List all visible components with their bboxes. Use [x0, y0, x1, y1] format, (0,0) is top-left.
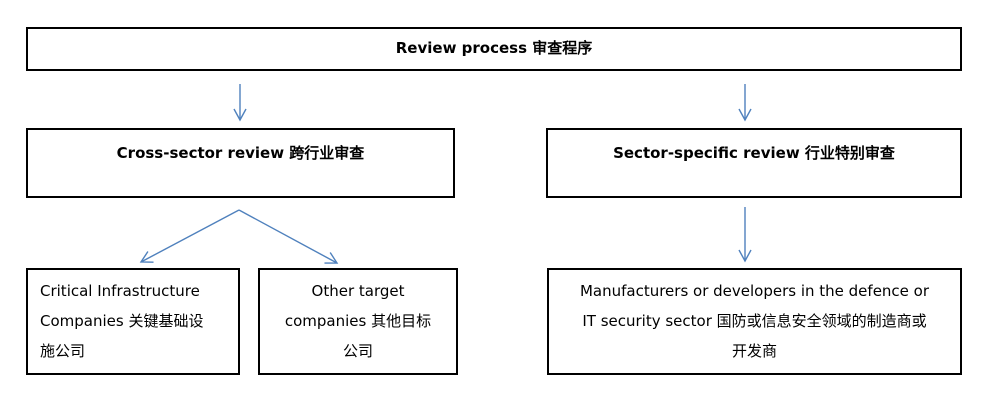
critical-infrastructure-line: Companies 关键基础设	[40, 312, 204, 330]
critical-infrastructure-companies-box: Critical Infrastructure Companies 关键基础设 …	[26, 268, 240, 375]
other-target-line: Other target	[311, 282, 405, 300]
manufacturers-line: IT security sector 国防或信息安全领域的制造商或	[582, 312, 927, 330]
review-process-box: Review process 审查程序	[26, 27, 962, 71]
manufacturers-developers-box: Manufacturers or developers in the defen…	[547, 268, 962, 375]
other-target-line: 公司	[342, 342, 373, 360]
cross-sector-review-box: Cross-sector review 跨行业审查	[26, 128, 455, 198]
sector-specific-review-label: Sector-specific review 行业特别审查	[613, 144, 895, 162]
critical-infrastructure-line: Critical Infrastructure	[40, 282, 200, 300]
other-target-companies-box: Other target companies 其他目标 公司	[258, 268, 458, 375]
arrow-cross-sector-to-critical-infrastructure	[139, 209, 240, 263]
critical-infrastructure-line: 施公司	[40, 342, 86, 360]
arrow-cross-sector-to-other-target	[238, 209, 339, 264]
cross-sector-review-label: Cross-sector review 跨行业审查	[116, 144, 365, 162]
manufacturers-line: 开发商	[731, 342, 777, 360]
manufacturers-line: Manufacturers or developers in the defen…	[579, 282, 930, 300]
sector-specific-review-box: Sector-specific review 行业特别审查	[546, 128, 962, 198]
review-process-label: Review process 审查程序	[395, 39, 593, 57]
other-target-line: companies 其他目标	[284, 312, 432, 330]
